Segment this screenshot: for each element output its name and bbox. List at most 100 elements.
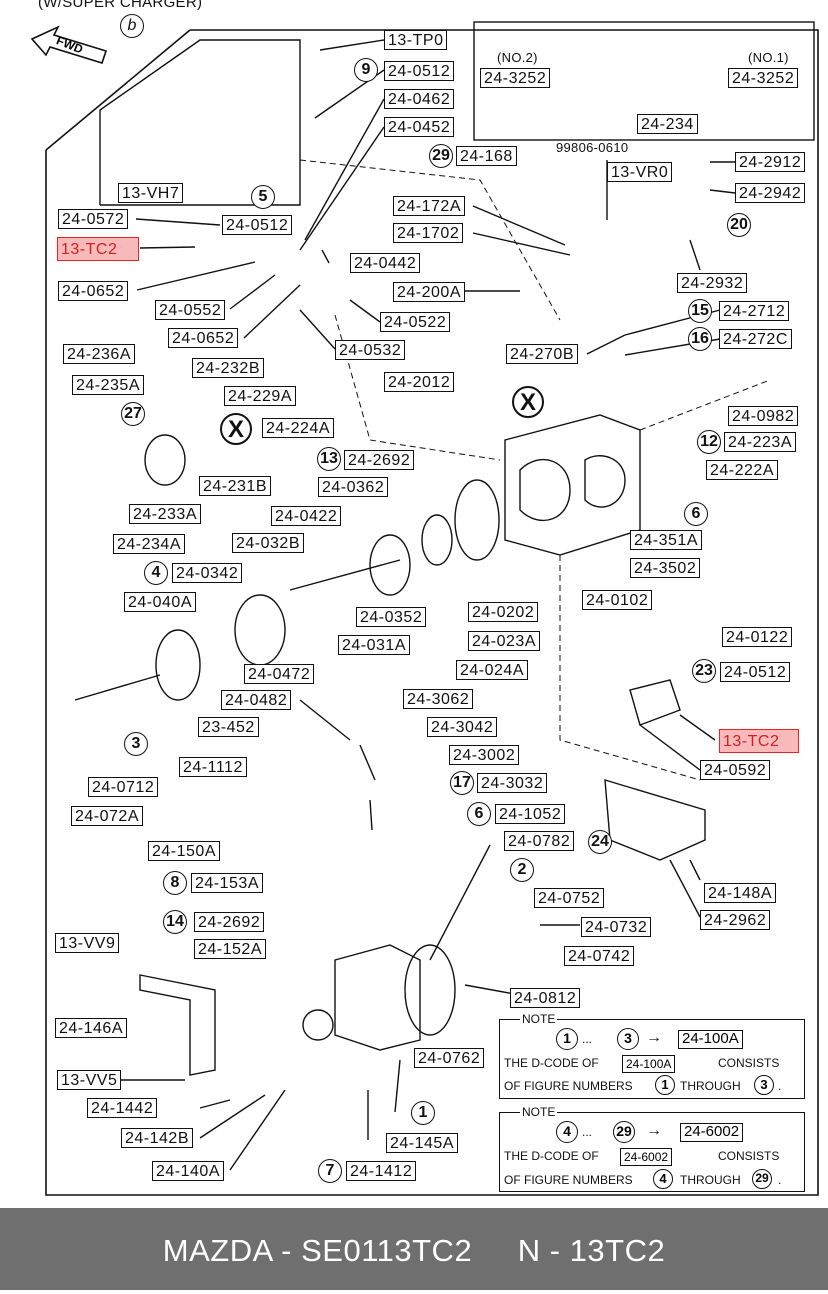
note-code: 24-6002: [680, 1123, 744, 1142]
label-24-0742[interactable]: 24-0742: [564, 946, 635, 966]
label-24-235a[interactable]: 24-235A: [72, 375, 144, 395]
label-24-146a[interactable]: 24-146A: [55, 1018, 127, 1038]
callout-13: 13: [317, 447, 341, 471]
label-24-0592[interactable]: 24-0592: [700, 760, 771, 780]
label-24-0752[interactable]: 24-0752: [534, 888, 605, 908]
label-24-234[interactable]: 24-234: [637, 114, 698, 134]
label-24-145a[interactable]: 24-145A: [386, 1133, 458, 1153]
label-24-0472[interactable]: 24-0472: [244, 664, 315, 684]
label-24-0102[interactable]: 24-0102: [582, 590, 653, 610]
label-24-233a[interactable]: 24-233A: [129, 504, 201, 524]
label-23-452[interactable]: 23-452: [198, 717, 259, 737]
label-24-232b[interactable]: 24-232B: [192, 358, 264, 378]
label-24-152a[interactable]: 24-152A: [194, 939, 266, 959]
label-24-1702[interactable]: 24-1702: [393, 223, 464, 243]
label-24-0652-a[interactable]: 24-0652: [58, 281, 129, 301]
label-24-2912[interactable]: 24-2912: [735, 152, 806, 172]
label-24-024a[interactable]: 24-024A: [456, 660, 528, 680]
label-13-vv9[interactable]: 13-VV9: [55, 933, 120, 953]
label-24-1412[interactable]: 24-1412: [346, 1161, 417, 1181]
label-24-168[interactable]: 24-168: [456, 146, 517, 166]
label-24-0572[interactable]: 24-0572: [58, 209, 129, 229]
label-24-0422[interactable]: 24-0422: [271, 506, 342, 526]
label-24-0982[interactable]: 24-0982: [728, 406, 799, 426]
label-24-072a[interactable]: 24-072A: [71, 806, 143, 826]
label-24-0532[interactable]: 24-0532: [335, 340, 406, 360]
label-24-0552[interactable]: 24-0552: [155, 300, 226, 320]
label-24-229a[interactable]: 24-229A: [224, 386, 296, 406]
note-line2-pre: OF FIGURE NUMBERS: [504, 1173, 633, 1187]
note-code: 24-100A: [678, 1030, 743, 1049]
label-24-236a[interactable]: 24-236A: [63, 344, 135, 364]
label-13-tc2-bottom[interactable]: 13-TC2: [719, 729, 799, 753]
label-13-tp0[interactable]: 13-TP0: [384, 30, 448, 50]
label-24-1052[interactable]: 24-1052: [495, 804, 566, 824]
label-24-270b[interactable]: 24-270B: [506, 344, 578, 364]
label-24-0522[interactable]: 24-0522: [380, 312, 451, 332]
label-24-0452[interactable]: 24-0452: [384, 117, 455, 137]
label-24-172a[interactable]: 24-172A: [393, 196, 465, 216]
label-24-1442[interactable]: 24-1442: [87, 1098, 158, 1118]
label-24-0512-a[interactable]: 24-0512: [384, 61, 455, 81]
label-24-0652-b[interactable]: 24-0652: [168, 328, 239, 348]
label-24-2692-a[interactable]: 24-2692: [344, 450, 415, 470]
label-24-0712[interactable]: 24-0712: [88, 777, 159, 797]
label-24-2932[interactable]: 24-2932: [677, 273, 748, 293]
note-line2-b: 3: [754, 1075, 774, 1095]
part-number-caption: MAZDA - SE0113TC2 N - 13TC2: [162, 1233, 666, 1268]
callout-16: 16: [688, 327, 712, 351]
label-24-0462[interactable]: 24-0462: [384, 89, 455, 109]
label-24-2712[interactable]: 24-2712: [719, 301, 790, 321]
label-24-3032[interactable]: 24-3032: [477, 773, 548, 793]
label-24-2962[interactable]: 24-2962: [700, 910, 771, 930]
label-24-272c[interactable]: 24-272C: [719, 329, 792, 349]
label-24-3042[interactable]: 24-3042: [427, 717, 498, 737]
callout-3: 3: [124, 732, 148, 756]
label-13-vv5[interactable]: 13-VV5: [57, 1070, 122, 1090]
label-24-0812[interactable]: 24-0812: [510, 988, 581, 1008]
label-24-3252-no1[interactable]: 24-3252: [728, 68, 799, 88]
label-24-2012[interactable]: 24-2012: [384, 372, 455, 392]
label-24-032b[interactable]: 24-032B: [232, 533, 304, 553]
label-24-153a[interactable]: 24-153A: [191, 873, 263, 893]
label-24-0782[interactable]: 24-0782: [504, 831, 575, 851]
label-24-0512-b[interactable]: 24-0512: [222, 215, 293, 235]
label-24-231b[interactable]: 24-231B: [199, 476, 271, 496]
label-24-3062[interactable]: 24-3062: [403, 689, 474, 709]
note-line2-a: 1: [655, 1075, 675, 1095]
label-24-351a[interactable]: 24-351A: [630, 530, 702, 550]
label-24-234a[interactable]: 24-234A: [113, 534, 185, 554]
label-24-2942[interactable]: 24-2942: [735, 183, 806, 203]
label-24-2692-b[interactable]: 24-2692: [194, 912, 265, 932]
label-24-150a[interactable]: 24-150A: [148, 841, 220, 861]
label-13-vh7[interactable]: 13-VH7: [118, 183, 184, 203]
label-24-0342[interactable]: 24-0342: [172, 563, 243, 583]
label-24-0352[interactable]: 24-0352: [356, 607, 427, 627]
label-24-148a[interactable]: 24-148A: [704, 883, 776, 903]
label-24-200a[interactable]: 24-200A: [393, 282, 465, 302]
label-24-0732[interactable]: 24-0732: [581, 917, 652, 937]
label-24-0482[interactable]: 24-0482: [221, 690, 292, 710]
note-box-2: NOTE 4 ... 29 → 24-6002 THE D-CODE OF 24…: [499, 1105, 805, 1192]
label-24-140a[interactable]: 24-140A: [152, 1161, 224, 1181]
label-24-0122[interactable]: 24-0122: [722, 627, 793, 647]
label-24-222a[interactable]: 24-222A: [706, 460, 778, 480]
label-24-0362[interactable]: 24-0362: [318, 477, 389, 497]
callout-20: 20: [727, 213, 751, 237]
label-24-040a[interactable]: 24-040A: [124, 592, 196, 612]
label-24-023a[interactable]: 24-023A: [468, 631, 540, 651]
label-24-0512-c[interactable]: 24-0512: [720, 662, 791, 682]
label-24-3252-no2[interactable]: 24-3252: [480, 68, 551, 88]
label-24-0442[interactable]: 24-0442: [350, 253, 421, 273]
label-24-0762[interactable]: 24-0762: [414, 1048, 485, 1068]
label-24-142b[interactable]: 24-142B: [121, 1128, 193, 1148]
label-24-223a[interactable]: 24-223A: [724, 432, 796, 452]
label-13-vr0[interactable]: 13-VR0: [607, 162, 673, 182]
label-24-224a[interactable]: 24-224A: [262, 418, 334, 438]
label-13-tc2-top[interactable]: 13-TC2: [57, 237, 139, 261]
label-24-3502[interactable]: 24-3502: [630, 558, 701, 578]
label-24-031a[interactable]: 24-031A: [338, 635, 410, 655]
label-24-0202[interactable]: 24-0202: [468, 602, 539, 622]
label-24-1112[interactable]: 24-1112: [179, 757, 247, 777]
label-24-3002[interactable]: 24-3002: [449, 745, 520, 765]
